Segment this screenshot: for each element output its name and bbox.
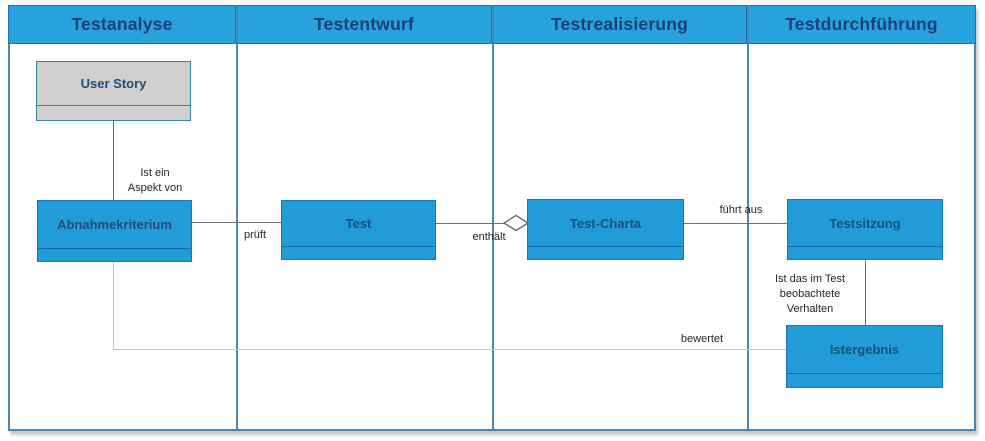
lane-header-testrealisierung: Testrealisierung bbox=[492, 5, 747, 44]
lane-title: Testanalyse bbox=[71, 14, 173, 34]
edge-label-bewertet: bewertet bbox=[680, 333, 724, 345]
edge-label-prueft: prüft bbox=[243, 229, 266, 241]
edge-fuehrt-aus bbox=[684, 223, 787, 224]
lane-header-testentwurf: Testentwurf bbox=[236, 5, 492, 44]
node-istergebnis: Istergebnis bbox=[786, 325, 943, 388]
edge-bewertet-horizontal bbox=[113, 349, 786, 350]
edge-prueft bbox=[192, 222, 281, 223]
lane-header-testdurchfuehrung: Testdurchführung bbox=[747, 5, 976, 44]
edge-bewertet-vertical bbox=[113, 262, 114, 349]
edge-label-aspekt-von: Ist ein Aspekt von bbox=[127, 167, 183, 194]
node-label: Abnahmekriterium bbox=[57, 217, 172, 232]
edge-testsitzung-istergebnis bbox=[865, 259, 866, 325]
edge-label-fuehrt-aus: führt aus bbox=[719, 204, 763, 216]
node-compartment bbox=[528, 246, 683, 259]
node-test: Test bbox=[281, 200, 436, 260]
lane-title: Testentwurf bbox=[313, 14, 415, 34]
node-abnahmekriterium: Abnahmekriterium bbox=[37, 200, 192, 262]
node-label: User Story bbox=[80, 76, 147, 91]
node-compartment bbox=[38, 248, 191, 261]
node-test-charta: Test-Charta bbox=[527, 199, 684, 260]
edge-enthaelt bbox=[436, 223, 505, 224]
node-label: Istergebnis bbox=[829, 342, 900, 357]
aggregation-diamond-icon bbox=[502, 214, 530, 237]
lane-title: Testdurchführung bbox=[785, 14, 938, 34]
node-compartment bbox=[787, 373, 942, 387]
lane-title: Testrealisierung bbox=[550, 14, 689, 34]
node-compartment bbox=[37, 105, 190, 120]
lane-divider bbox=[236, 5, 238, 431]
lane-header-testanalyse: Testanalyse bbox=[8, 5, 236, 44]
node-label: Test bbox=[345, 216, 372, 231]
edge-user-story-abnahmekriterium bbox=[113, 120, 114, 200]
node-testsitzung: Testsitzung bbox=[787, 199, 943, 260]
edge-label-enthaelt: enthält bbox=[472, 231, 506, 243]
edge-label-beobachtet: Ist das im Test beobachtete Verhalten bbox=[774, 273, 846, 315]
node-compartment bbox=[282, 246, 435, 259]
node-label: Testsitzung bbox=[829, 215, 901, 231]
node-label: Test-Charta bbox=[569, 215, 642, 231]
lane-divider bbox=[492, 5, 494, 431]
node-user-story: User Story bbox=[36, 61, 191, 121]
node-compartment bbox=[788, 246, 942, 259]
lane-divider bbox=[747, 5, 749, 431]
